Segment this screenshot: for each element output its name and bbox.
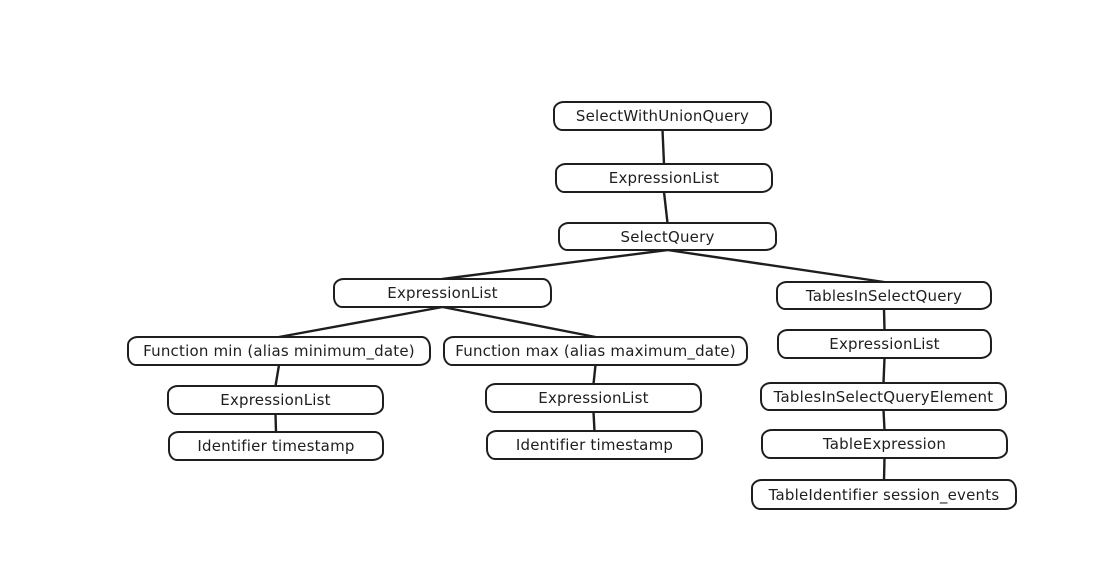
tree-node-select-with-union-query: SelectWithUnionQuery — [553, 101, 772, 131]
tree-node-expression-list-max: ExpressionList — [485, 383, 702, 413]
tree-node-function-min: Function min (alias minimum_date) — [127, 336, 431, 366]
tree-node-tables-in-select-query-element: TablesInSelectQueryElement — [760, 382, 1007, 411]
tree-node-expression-list-tables: ExpressionList — [777, 329, 992, 359]
tree-edge-expression-list-select-to-function-min — [277, 305, 444, 339]
tree-edge-function-max-to-expression-list-max — [592, 363, 597, 386]
tree-edge-table-expression-to-table-identifier — [882, 456, 886, 482]
tree-node-identifier-timestamp-min: Identifier timestamp — [168, 431, 384, 461]
tree-edge-expression-list-select-to-function-max — [441, 305, 597, 339]
tree-node-table-expression: TableExpression — [761, 429, 1008, 459]
tree-node-expression-list-min: ExpressionList — [167, 385, 384, 415]
tree-node-identifier-timestamp-max: Identifier timestamp — [486, 430, 703, 460]
tree-edge-expression-list-min-to-identifier-timestamp-min — [274, 412, 278, 434]
tree-node-expression-list-top: ExpressionList — [555, 163, 773, 193]
tree-edge-function-min-to-expression-list-min — [274, 363, 281, 388]
tree-node-tables-in-select-query: TablesInSelectQuery — [776, 281, 992, 310]
tree-edge-select-with-union-query-to-expression-list-top — [661, 128, 666, 166]
tree-node-function-max: Function max (alias maximum_date) — [443, 336, 748, 366]
tree-edge-select-query-to-expression-list-select — [441, 248, 669, 281]
tree-node-select-query: SelectQuery — [558, 222, 777, 251]
tree-edge-expression-list-tables-to-tables-in-select-query-element — [882, 356, 886, 385]
tree-edge-tables-in-select-query-to-expression-list-tables — [882, 307, 886, 332]
tree-edge-tables-in-select-query-element-to-table-expression — [882, 408, 886, 432]
tree-edge-select-query-to-tables-in-select-query — [666, 248, 886, 284]
tree-node-table-identifier: TableIdentifier session_events — [751, 479, 1017, 510]
tree-node-expression-list-select: ExpressionList — [333, 278, 552, 308]
tree-edge-expression-list-top-to-select-query — [662, 190, 669, 225]
tree-edge-expression-list-max-to-identifier-timestamp-max — [592, 410, 596, 433]
